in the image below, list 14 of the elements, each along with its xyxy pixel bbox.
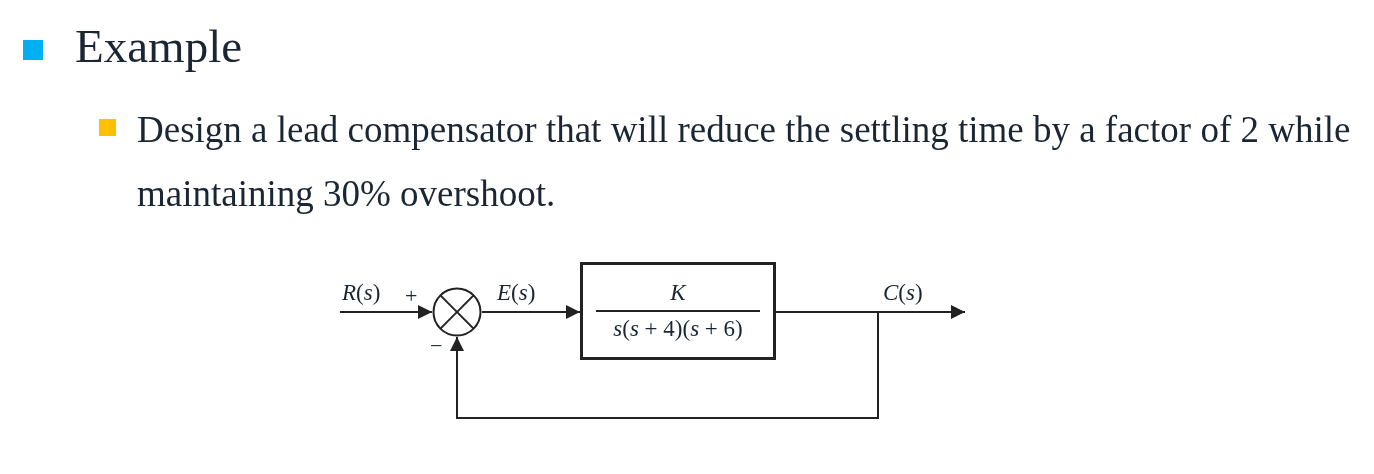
- summing-junction: [432, 287, 482, 337]
- edge-label: C(s): [883, 280, 923, 306]
- numerator: K: [670, 279, 686, 307]
- edge-label: E(s): [497, 280, 536, 306]
- arrow: [450, 311, 879, 419]
- arrow: [481, 305, 581, 319]
- sign-label: −: [430, 334, 443, 358]
- denominator: s(s + 4)(s + 6): [613, 315, 743, 343]
- sign-label: +: [405, 284, 418, 308]
- transfer-function-block: [580, 262, 776, 360]
- edge-label: R(s): [342, 280, 381, 306]
- bullet-text: Design a lead compensator that will reduce the settling time by a factor of 2 while maintaining 30% overshoot.: [137, 108, 1352, 216]
- title: Example: [75, 19, 243, 74]
- arrow: [339, 305, 433, 319]
